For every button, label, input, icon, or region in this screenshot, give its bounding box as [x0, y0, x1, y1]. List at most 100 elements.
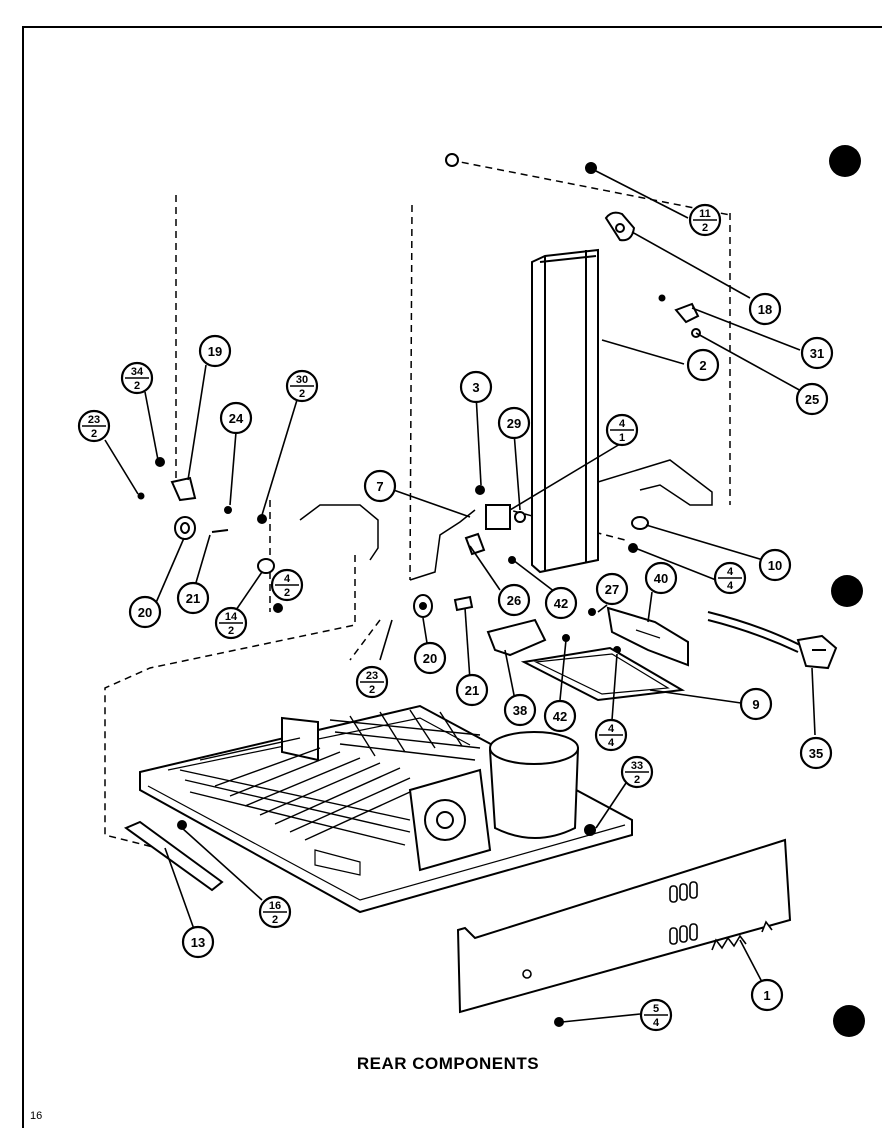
callout-denominator: 2	[134, 380, 140, 392]
page-number: 16	[30, 1110, 43, 1122]
callout-circle	[750, 978, 784, 1012]
callout-number: 29	[507, 416, 521, 431]
callout-5-4: 54	[639, 998, 673, 1032]
callout-29: 29	[497, 406, 531, 440]
callout-35: 35	[799, 736, 833, 770]
callout-23-2a: 232	[77, 409, 111, 443]
callout-9: 9	[739, 687, 773, 721]
callout-circle	[176, 581, 210, 615]
callout-11-2: 112	[688, 203, 722, 237]
callout-26: 26	[497, 583, 531, 617]
callout-number: 2	[699, 358, 706, 373]
callout-number: 3	[472, 380, 479, 395]
callout-circle	[644, 561, 678, 595]
callout-denominator: 4	[727, 580, 734, 592]
callout-number: 21	[465, 683, 479, 698]
binder-hole-top	[829, 145, 861, 177]
callout-3: 3	[459, 370, 493, 404]
callout-30-2: 302	[285, 369, 319, 403]
callout-number: 25	[805, 392, 819, 407]
callout-circle	[459, 370, 493, 404]
callout-numerator: 23	[366, 670, 378, 682]
binder-hole-bottom	[833, 1005, 865, 1037]
callout-4-4b: 44	[594, 718, 628, 752]
callout-circle	[748, 292, 782, 326]
callout-31: 31	[800, 336, 834, 370]
callout-number: 18	[758, 302, 772, 317]
callout-denominator: 4	[653, 1017, 660, 1029]
callout-numerator: 4	[727, 566, 734, 578]
callout-number: 27	[605, 582, 619, 597]
callout-circle	[543, 699, 577, 733]
callout-denominator: 2	[299, 388, 305, 400]
callout-number: 1	[763, 988, 770, 1003]
callout-denominator: 2	[702, 222, 708, 234]
callout-numerator: 34	[131, 366, 144, 378]
callout-25: 25	[795, 382, 829, 416]
callout-number: 31	[810, 346, 824, 361]
callout-40: 40	[644, 561, 678, 595]
callout-denominator: 2	[91, 428, 97, 440]
cabinet-dashed-outline	[104, 159, 731, 851]
cabinet-back-panel	[299, 459, 713, 581]
callout-denominator: 2	[634, 774, 640, 786]
callout-circle	[800, 336, 834, 370]
callout-number: 21	[186, 591, 200, 606]
callout-number: 20	[423, 651, 437, 666]
callout-circle	[181, 925, 215, 959]
condenser-coil	[179, 709, 481, 846]
callout-4-2: 42	[270, 568, 304, 602]
callout-circle	[497, 406, 531, 440]
callout-number: 38	[513, 703, 527, 718]
callout-number: 19	[208, 344, 222, 359]
callout-number: 26	[507, 593, 521, 608]
callout-number: 40	[654, 571, 668, 586]
callout-circle	[413, 641, 447, 675]
callout-numerator: 5	[653, 1003, 659, 1015]
callout-34-2: 342	[120, 361, 154, 395]
callout-circle	[595, 572, 629, 606]
tray-and-brackets	[486, 606, 689, 702]
callout-numerator: 33	[631, 760, 643, 772]
callout-circle	[795, 382, 829, 416]
callout-number: 20	[138, 605, 152, 620]
callout-number: 42	[554, 596, 568, 611]
callout-42a: 42	[544, 586, 578, 620]
callout-number: 42	[553, 709, 567, 724]
callout-21a: 21	[176, 581, 210, 615]
callout-denominator: 4	[608, 737, 615, 749]
callout-denominator: 1	[619, 432, 625, 444]
callout-circle	[686, 348, 720, 382]
column-part-2	[531, 248, 599, 574]
callout-circle	[503, 693, 537, 727]
leader-lines	[104, 170, 816, 1023]
diagram-caption: REAR COMPONENTS	[356, 1054, 540, 1073]
callout-circle	[455, 673, 489, 707]
callout-4-1: 41	[605, 413, 639, 447]
callout-20a: 20	[128, 595, 162, 629]
callout-numerator: 16	[269, 900, 281, 912]
base-pan-assembly	[139, 704, 633, 914]
callout-number: 13	[191, 935, 205, 950]
callout-23-2b: 232	[355, 665, 389, 699]
callout-denominator: 2	[284, 587, 290, 599]
callout-14-2: 142	[214, 606, 248, 640]
callout-numerator: 30	[296, 374, 308, 386]
callout-27: 27	[595, 572, 629, 606]
callout-circle	[739, 687, 773, 721]
callout-circle	[758, 548, 792, 582]
callout-10: 10	[758, 548, 792, 582]
callout-13: 13	[181, 925, 215, 959]
callout-numerator: 4	[619, 418, 626, 430]
callout-circle	[363, 469, 397, 503]
callout-21b: 21	[455, 673, 489, 707]
callout-18: 18	[748, 292, 782, 326]
callout-42b: 42	[543, 699, 577, 733]
callout-circle	[497, 583, 531, 617]
callout-4-4a: 44	[713, 561, 747, 595]
callout-circle	[219, 401, 253, 435]
callout-number: 24	[229, 411, 244, 426]
